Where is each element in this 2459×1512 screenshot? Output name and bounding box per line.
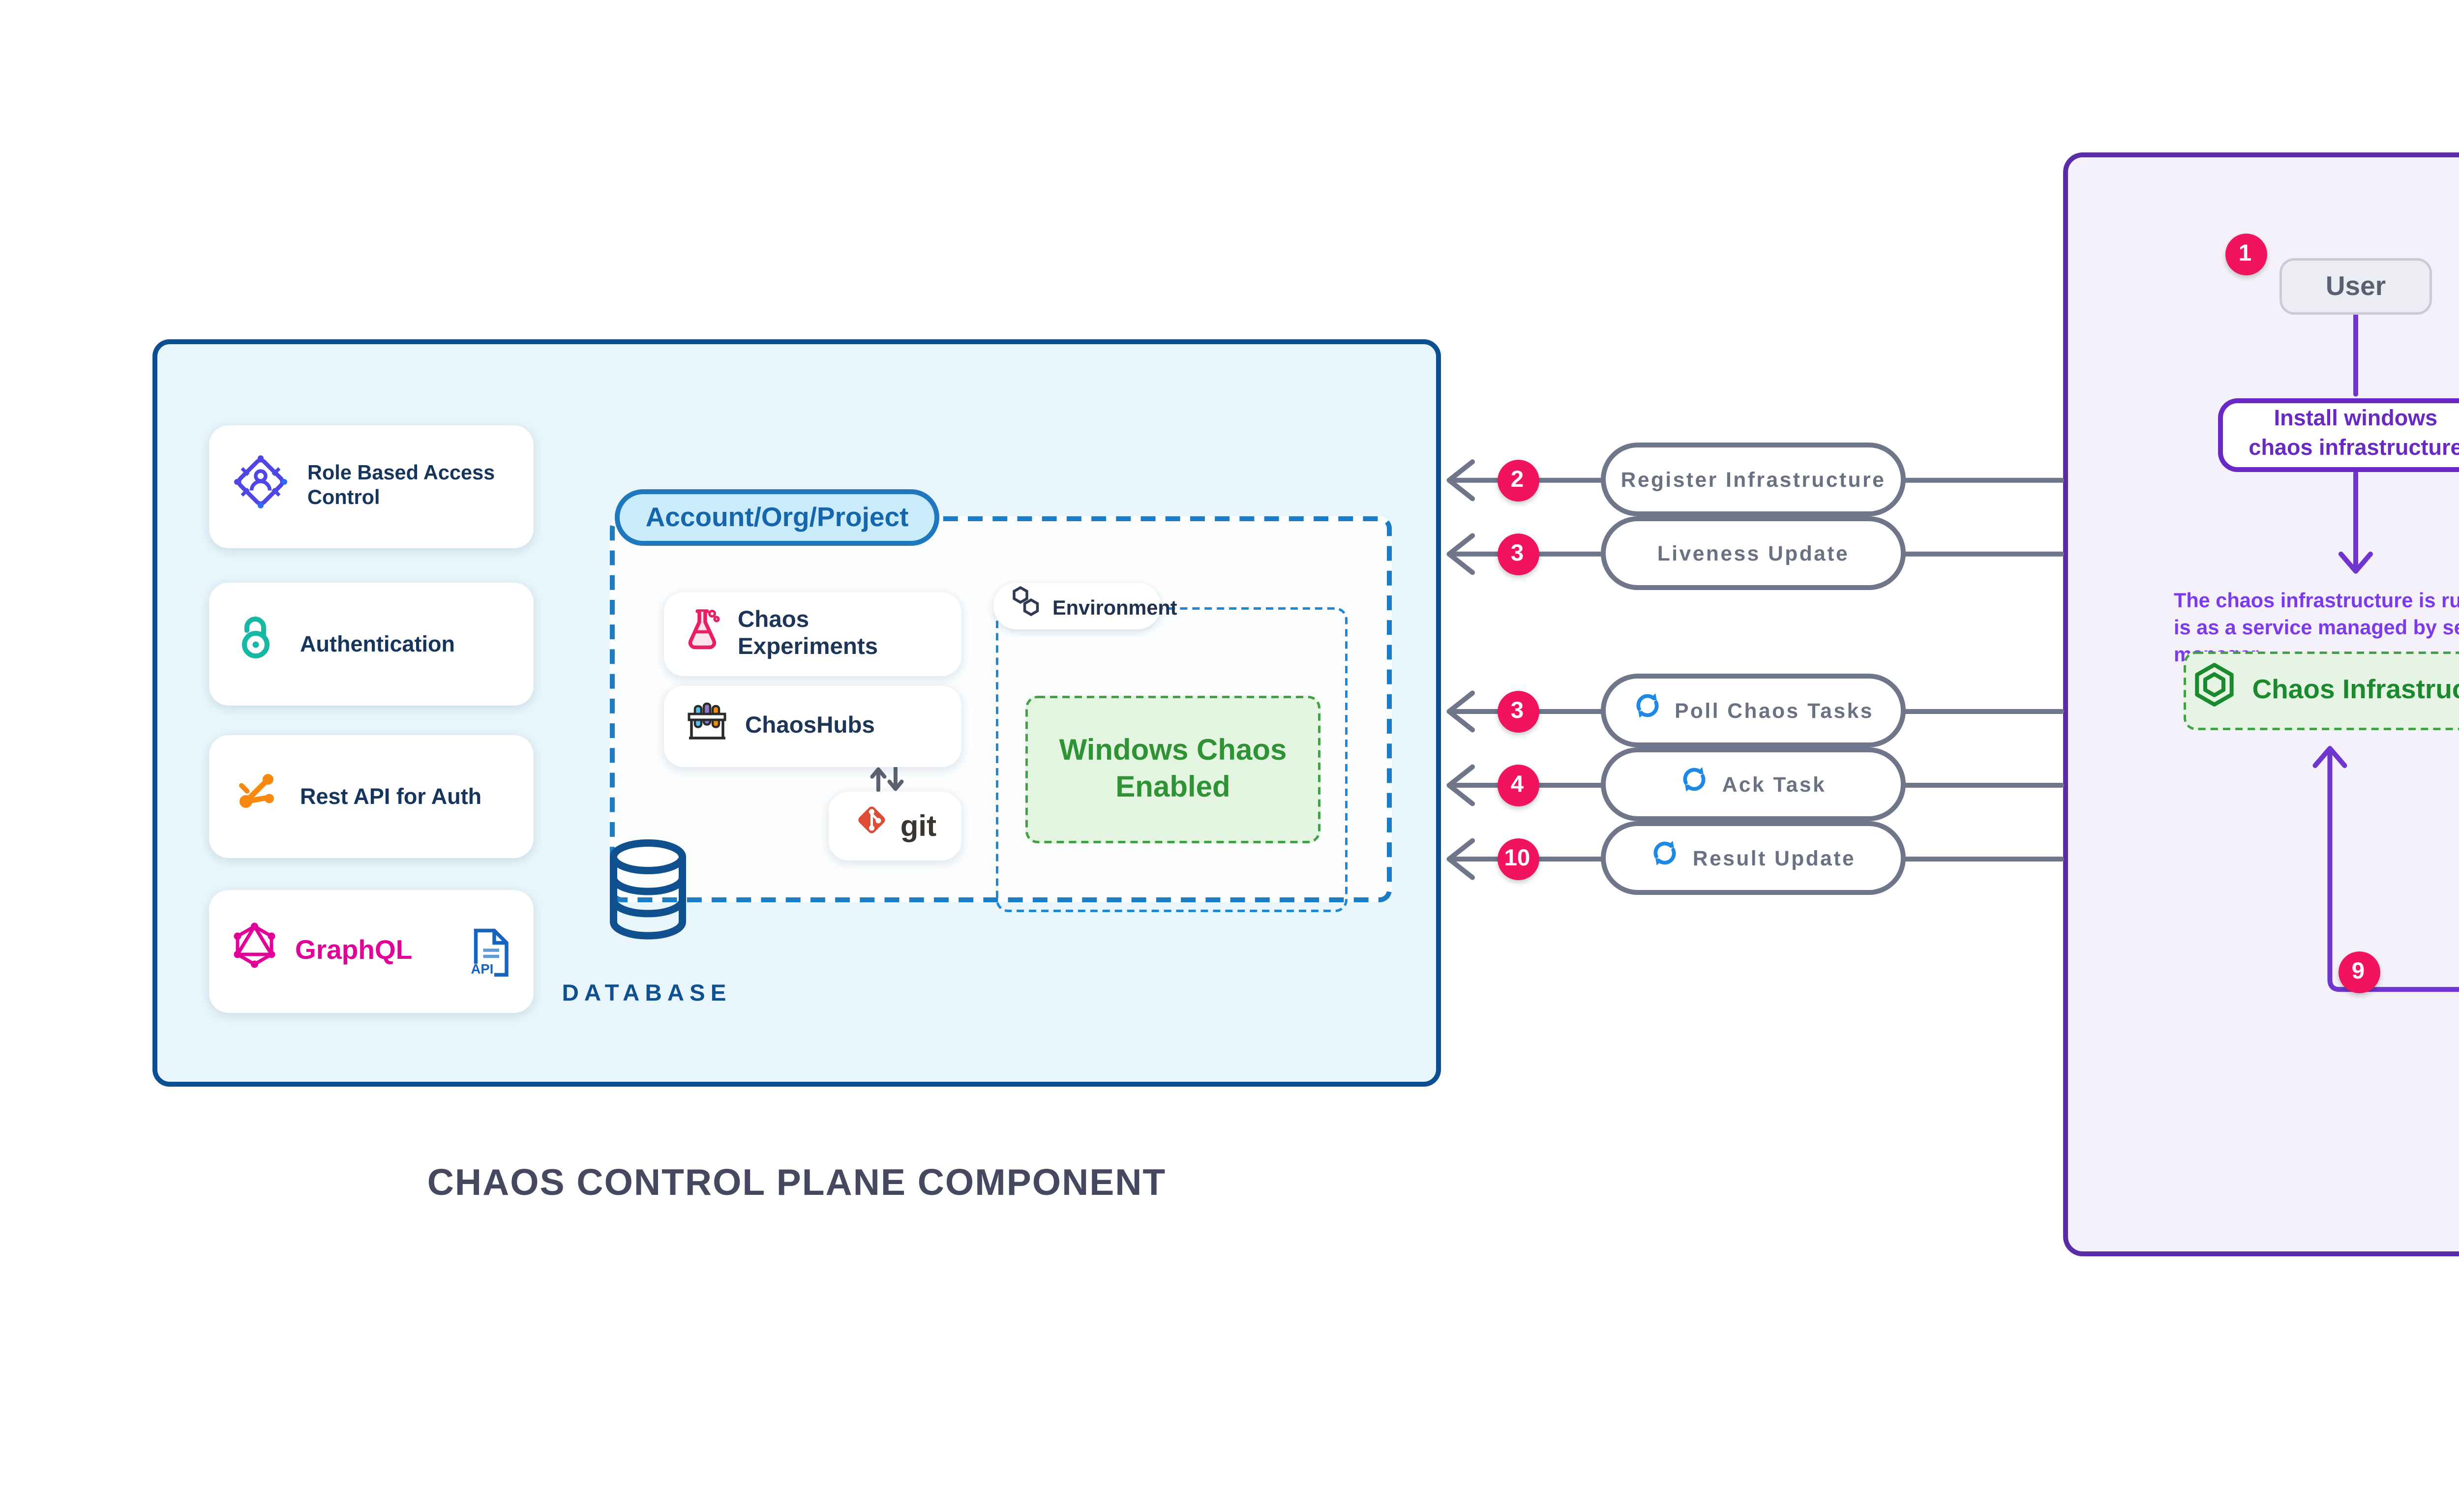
account-org-project-label: Account/Org/Project bbox=[645, 503, 909, 533]
open-lock-icon bbox=[231, 612, 283, 676]
card-graphql: GraphQL API bbox=[209, 890, 534, 1013]
chaoshubs-label: ChaosHubs bbox=[745, 713, 875, 740]
windows-chaos-enabled-box: Windows Chaos Enabled bbox=[1025, 696, 1320, 843]
authentication-label: Authentication bbox=[300, 631, 455, 656]
step-badge-2: 2 bbox=[1496, 458, 1538, 501]
chaos-hexagon-icon bbox=[2190, 659, 2237, 723]
user-box: User bbox=[2279, 258, 2432, 315]
database-label: DATABASE bbox=[562, 981, 732, 1008]
windows-chaos-enabled-label: Windows Chaos Enabled bbox=[1059, 733, 1287, 804]
connector-poll-chaos-tasks: Poll Chaos Tasks bbox=[1601, 674, 1906, 747]
connector-result-update: Result Update bbox=[1601, 821, 1906, 895]
rbac-label: Role Based Access Control bbox=[307, 461, 495, 509]
card-git: git bbox=[829, 792, 961, 860]
rbac-icon bbox=[231, 451, 290, 523]
result-update-label: Result Update bbox=[1692, 846, 1856, 870]
step-badge-3: 3 bbox=[1496, 532, 1538, 574]
install-windows-label: Install windows chaos infrastructure bbox=[2249, 406, 2459, 460]
step-badge-9: 9 bbox=[2337, 950, 2379, 992]
chaoshubs-rack-icon bbox=[684, 700, 730, 754]
environment-pill: Environment bbox=[993, 583, 1177, 629]
card-rbac: Role Based Access Control bbox=[209, 425, 534, 548]
install-windows-box: Install windows chaos infrastructure bbox=[2218, 398, 2459, 472]
user-label: User bbox=[2325, 271, 2386, 301]
environment-label: Environment bbox=[1052, 593, 1177, 619]
control-plane-title: CHAOS CONTROL PLANE COMPONENT bbox=[427, 1163, 1167, 1205]
sync-icon bbox=[1680, 762, 1710, 806]
sync-icon bbox=[1633, 688, 1662, 733]
api-doc-label: API bbox=[470, 962, 495, 978]
git-icon bbox=[854, 801, 891, 851]
rest-api-label: Rest API for Auth bbox=[300, 784, 482, 809]
api-nodes-icon bbox=[231, 765, 283, 829]
step-badge-4: 4 bbox=[1496, 763, 1538, 805]
step-badge-3b: 3 bbox=[1496, 689, 1538, 732]
connector-ack-task: Ack Task bbox=[1601, 747, 1906, 821]
git-label: git bbox=[900, 809, 937, 843]
liveness-update-label: Liveness Update bbox=[1657, 541, 1850, 565]
poll-chaos-tasks-label: Poll Chaos Tasks bbox=[1675, 698, 1874, 723]
register-infrastructure-label: Register Infrastructure bbox=[1620, 467, 1886, 492]
step-badge-1: 1 bbox=[2224, 232, 2266, 274]
account-org-project-pill: Account/Org/Project bbox=[615, 489, 939, 546]
graphql-label: GraphQL bbox=[295, 937, 413, 966]
database-icon bbox=[605, 838, 691, 954]
chaos-infrastructure-box: Chaos Infrastructure bbox=[2184, 652, 2459, 730]
graphql-icon bbox=[231, 922, 278, 981]
step-badge-10: 10 bbox=[1496, 837, 1538, 879]
api-document-icon: API bbox=[470, 926, 511, 978]
connector-register-infrastructure: Register Infrastructure bbox=[1601, 443, 1906, 516]
chaos-infrastructure-label: Chaos Infrastructure bbox=[2252, 676, 2459, 706]
card-rest-api: Rest API for Auth bbox=[209, 735, 534, 858]
chaos-experiments-label: Chaos Experiments bbox=[738, 607, 878, 661]
sync-icon bbox=[1651, 836, 1680, 880]
running-note: The chaos infrastructure is running and … bbox=[2174, 588, 2459, 665]
card-chaoshubs: ChaosHubs bbox=[664, 686, 961, 767]
card-chaos-experiments: Chaos Experiments bbox=[664, 593, 961, 676]
flask-icon bbox=[684, 606, 723, 663]
card-authentication: Authentication bbox=[209, 583, 534, 706]
hexagons-icon bbox=[1008, 584, 1043, 628]
connector-liveness-update: Liveness Update bbox=[1601, 516, 1906, 590]
environment-box bbox=[996, 607, 1348, 912]
ack-task-label: Ack Task bbox=[1722, 772, 1827, 797]
